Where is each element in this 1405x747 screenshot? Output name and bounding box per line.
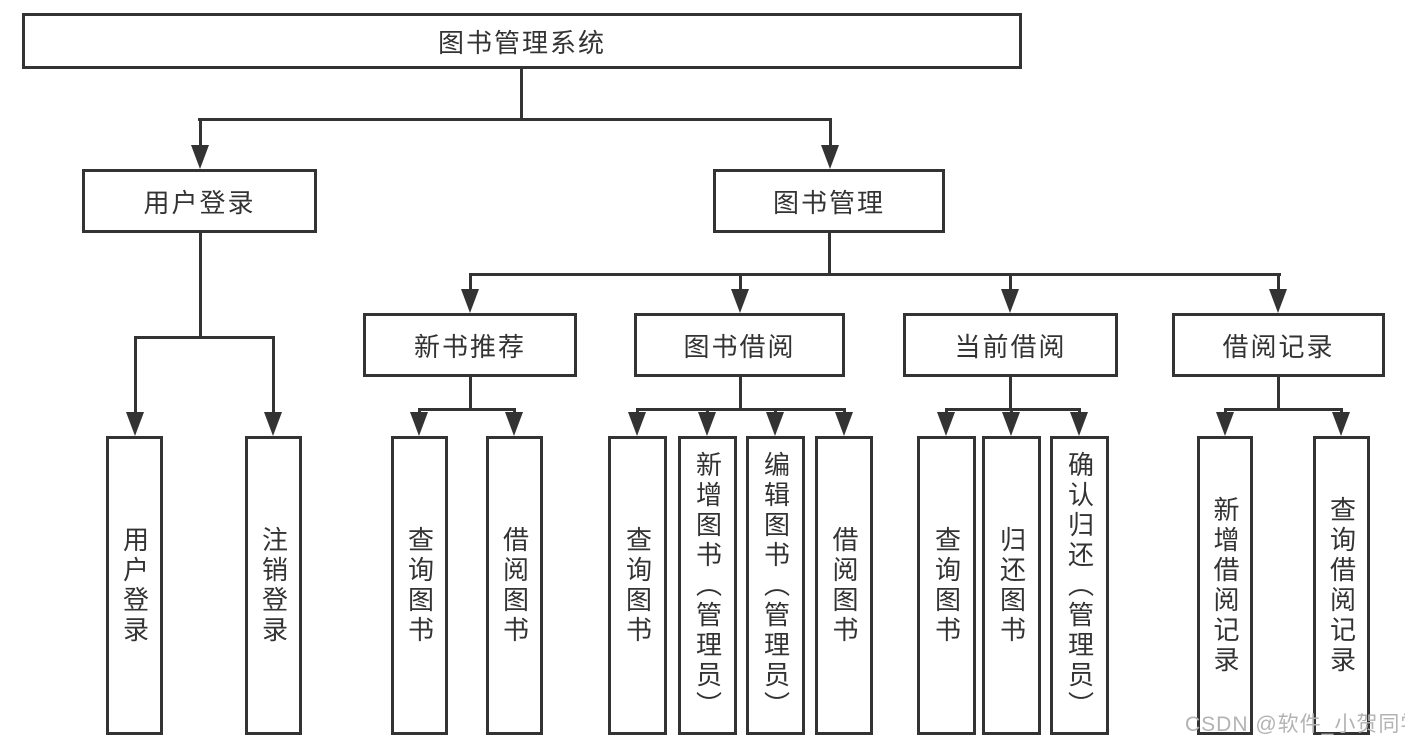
connector-level2-rail xyxy=(198,118,831,121)
arrow-down-icon xyxy=(461,289,479,313)
connector-drop-borrow xyxy=(739,273,742,291)
watermark-text: CSDN @软件_小贺同学 xyxy=(1185,713,1405,736)
arrow-down-icon xyxy=(1269,289,1287,313)
arrow-down-icon xyxy=(1216,412,1234,436)
node-new-book-recommend: 新书推荐 xyxy=(363,313,577,377)
leaf-add-borrow-record: 新增借阅记录 xyxy=(1197,436,1253,735)
connector-drop-logout xyxy=(272,336,275,414)
leaf-borrow-books-recommend: 借阅图书 xyxy=(486,436,543,735)
connector-drop-new-book xyxy=(469,273,472,291)
node-borrowing-records: 借阅记录 xyxy=(1172,313,1385,377)
arrow-down-icon xyxy=(835,412,853,436)
leaf-user-login: 用户登录 xyxy=(106,436,163,735)
arrow-down-icon xyxy=(1332,412,1350,436)
arrow-down-icon xyxy=(698,412,716,436)
arrow-down-icon xyxy=(937,412,955,436)
leaf-confirm-return-admin: 确认归还（管理员） xyxy=(1050,436,1109,735)
connector-drop-user-login xyxy=(199,118,202,147)
leaf-edit-books-admin: 编辑图书（管理员） xyxy=(746,436,805,735)
leaf-query-books-current: 查询图书 xyxy=(917,436,976,735)
leaf-add-books-admin: 新增图书（管理员） xyxy=(678,436,737,735)
connector-drop-current xyxy=(1009,273,1012,291)
connector-drop-records xyxy=(1277,273,1280,291)
connector-root-stem xyxy=(520,68,523,120)
arrow-down-icon xyxy=(191,145,209,169)
leaf-return-books: 归还图书 xyxy=(982,436,1041,735)
connector-book-mgmt-stem xyxy=(828,233,831,276)
connector-new-book-rail xyxy=(418,408,516,411)
leaf-borrow-books: 借阅图书 xyxy=(815,436,873,735)
arrow-down-icon xyxy=(628,412,646,436)
leaf-logout: 注销登录 xyxy=(245,436,302,735)
node-book-management: 图书管理 xyxy=(713,169,945,233)
arrow-down-icon xyxy=(410,412,428,436)
arrow-down-icon xyxy=(821,145,839,169)
arrow-down-icon xyxy=(1001,289,1019,313)
connector-current-rail xyxy=(945,408,1081,411)
connector-drop-login xyxy=(134,336,137,414)
connector-current-stem xyxy=(1009,377,1012,411)
arrow-down-icon xyxy=(1070,412,1088,436)
connector-user-login-rail xyxy=(134,336,275,339)
connector-records-stem xyxy=(1277,377,1280,411)
connector-borrow-rail xyxy=(636,408,846,411)
connector-user-login-stem xyxy=(199,233,202,339)
connector-borrow-stem xyxy=(739,377,742,411)
arrow-down-icon xyxy=(766,412,784,436)
connector-drop-book-mgmt xyxy=(829,118,832,147)
connector-level3-rail xyxy=(469,273,1281,276)
node-library-management-system: 图书管理系统 xyxy=(22,13,1022,69)
leaf-query-books-borrow: 查询图书 xyxy=(608,436,667,735)
arrow-down-icon xyxy=(505,412,523,436)
leaf-query-books-recommend: 查询图书 xyxy=(391,436,448,735)
connector-records-rail xyxy=(1224,408,1343,411)
leaf-query-borrow-record: 查询借阅记录 xyxy=(1313,436,1370,735)
arrow-down-icon xyxy=(126,412,144,436)
arrow-down-icon xyxy=(1002,412,1020,436)
connector-new-book-stem xyxy=(469,377,472,411)
arrow-down-icon xyxy=(264,412,282,436)
node-user-login: 用户登录 xyxy=(82,169,317,233)
node-book-borrowing: 图书借阅 xyxy=(634,313,845,377)
node-current-borrowing: 当前借阅 xyxy=(903,313,1118,377)
arrow-down-icon xyxy=(731,289,749,313)
